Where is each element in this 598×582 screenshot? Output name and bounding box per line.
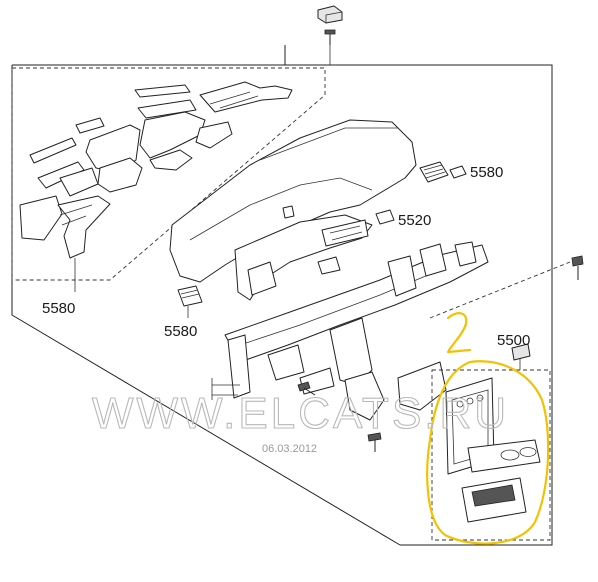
callout-vent-right: 5580: [470, 164, 503, 181]
screw-right: [571, 255, 584, 280]
clip-5520: [375, 209, 395, 225]
watermark-date: 06.03.2012: [262, 443, 317, 455]
cross-car-beam: [224, 241, 489, 421]
callout-panel-insert: 5520: [398, 212, 431, 229]
assembly-frame: [11, 64, 553, 546]
instrument-panel: [169, 119, 417, 301]
top-clip: [317, 5, 343, 24]
callout-vent-group: 5580: [42, 300, 75, 317]
storage-tray: [461, 477, 527, 523]
watermark-text: WWW.ELCATS.RU: [92, 389, 509, 438]
screw-lower-mid: [367, 432, 382, 452]
console-clip: [511, 343, 531, 361]
console-group-box: [431, 369, 551, 541]
cup-holder: [467, 439, 541, 473]
top-screw: [324, 29, 336, 45]
lower-bracket: [397, 361, 447, 411]
callout-vent-small: 5580: [164, 323, 197, 340]
right-side-vent: [419, 161, 449, 183]
small-vent: [177, 285, 203, 307]
clip-5580-right: [449, 165, 467, 179]
callout-console-group: 5500: [497, 332, 530, 349]
highlight-outline: [426, 360, 550, 545]
highlight-numeral: [446, 312, 472, 354]
vent-group-box: [11, 67, 326, 281]
duct-parts: [19, 81, 293, 259]
screw-lower-left: [297, 381, 316, 396]
